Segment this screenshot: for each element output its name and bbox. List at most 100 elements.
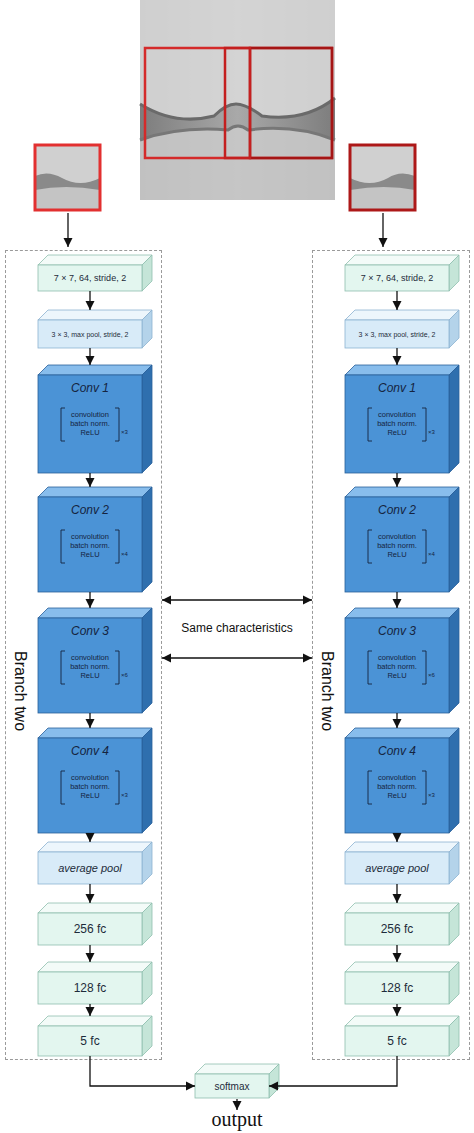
conv-block: Conv 4convolution batch norm. ReLU×3 bbox=[38, 728, 152, 833]
connector-arrow bbox=[89, 291, 90, 310]
block-operations: convolution batch norm. ReLU bbox=[369, 773, 425, 800]
layer-box: 5 fc bbox=[38, 1016, 152, 1056]
layer-label: 128 fc bbox=[381, 981, 414, 995]
box-top-face bbox=[345, 903, 459, 913]
bracket bbox=[61, 530, 65, 563]
conv-block: Conv 2 convolution batch norm. ReLU×4 bbox=[345, 487, 459, 592]
box-content: Conv 4convolution batch norm. ReLU×3 bbox=[345, 738, 449, 833]
connector-arrow bbox=[396, 1004, 397, 1016]
layer-label: 3 × 3, max pool, stride, 2 bbox=[359, 331, 436, 338]
conv-block: Conv 4convolution batch norm. ReLU×3 bbox=[345, 728, 459, 833]
layer-box: 7 × 7, 64, stride, 2 bbox=[38, 255, 152, 291]
box-front-face bbox=[38, 265, 142, 291]
layer-label: 256 fc bbox=[381, 922, 414, 936]
box-front-face bbox=[38, 972, 142, 1004]
crop-frame bbox=[35, 145, 100, 210]
block-operations: convolution batch norm. ReLU bbox=[62, 410, 118, 437]
crop-frame bbox=[250, 48, 332, 158]
box-content: 128 fc bbox=[345, 972, 449, 1004]
box-side-face bbox=[449, 487, 459, 592]
layer-label: 7 × 7, 64, stride, 2 bbox=[361, 273, 433, 283]
femur bbox=[35, 145, 100, 183]
box-content: average pool bbox=[38, 852, 142, 884]
conv-block: Conv 1convolution batch norm. ReLU×3 bbox=[38, 365, 152, 473]
layer-label: 256 fc bbox=[74, 922, 107, 936]
bracket bbox=[422, 651, 426, 684]
joint-line bbox=[140, 98, 335, 119]
femur bbox=[350, 145, 415, 183]
box-side-face bbox=[142, 310, 152, 348]
bracket bbox=[61, 771, 65, 804]
connector-arrow bbox=[90, 1056, 195, 1086]
connector-arrow bbox=[89, 348, 90, 365]
block-title: Conv 3 bbox=[345, 624, 449, 638]
branch-container: Branch two 7 × 7, 64, stride, 2 3 × 3, max… bbox=[312, 250, 470, 1060]
layer-box: 256 fc bbox=[345, 903, 459, 945]
box-content: 256 fc bbox=[38, 913, 142, 945]
box-content: 3 × 3, max pool, stride, 2 bbox=[38, 320, 142, 348]
repeat-count: ×3 bbox=[428, 792, 435, 798]
box-top-face bbox=[38, 728, 152, 738]
layer-box: 3 × 3, max pool, stride, 2 bbox=[38, 310, 152, 348]
bracket bbox=[368, 771, 372, 804]
box-front-face bbox=[38, 618, 142, 713]
box-side-face bbox=[142, 728, 152, 833]
box-front-face bbox=[345, 738, 449, 833]
block-operations: convolution batch norm. ReLU bbox=[62, 773, 118, 800]
layer-box: 3 × 3, max pool, stride, 2 bbox=[345, 310, 459, 348]
conv-block: Conv 2convolution batch norm. ReLU×4 bbox=[38, 487, 152, 592]
block-title: Conv 3 bbox=[38, 624, 142, 638]
layer-label: average pool bbox=[365, 862, 429, 874]
bracket bbox=[115, 651, 119, 684]
conv-block: Conv 1convolution batch norm. ReLU×3 bbox=[345, 365, 459, 473]
box-content: Conv 1convolution batch norm. ReLU×3 bbox=[38, 375, 142, 473]
bracket bbox=[368, 408, 372, 441]
femur bbox=[140, 0, 335, 119]
box-front-face bbox=[345, 497, 449, 592]
box-side-face bbox=[142, 962, 152, 1004]
block-title: Conv 2 bbox=[345, 503, 449, 517]
box-side-face bbox=[449, 608, 459, 713]
box-top-face bbox=[345, 842, 459, 852]
bracket bbox=[115, 408, 119, 441]
box-top-face bbox=[38, 608, 152, 618]
box-side-face bbox=[449, 365, 459, 473]
block-operations: convolution batch norm. ReLU bbox=[62, 532, 118, 559]
box-side-face bbox=[449, 728, 459, 833]
branch-container: Branch two7 × 7, 64, stride, 23 × 3, max… bbox=[5, 250, 162, 1060]
box-front-face bbox=[345, 265, 449, 291]
box-content: Conv 1convolution batch norm. ReLU×3 bbox=[345, 375, 449, 473]
branch-label: Branch two bbox=[318, 651, 336, 731]
bracket bbox=[115, 530, 119, 563]
connector-arrow bbox=[396, 713, 397, 728]
block-title: Conv 1 bbox=[345, 381, 449, 395]
softmax-label: softmax bbox=[214, 1081, 249, 1092]
box-side-face bbox=[142, 842, 152, 884]
box-top-face bbox=[345, 608, 459, 618]
box-content: 5 fc bbox=[345, 1026, 449, 1056]
connector-arrow bbox=[162, 657, 312, 658]
box-side-face bbox=[142, 903, 152, 945]
box-top-face bbox=[38, 842, 152, 852]
block-operations: convolution batch norm. ReLU bbox=[369, 410, 425, 437]
input-arrow bbox=[382, 213, 383, 247]
connector-arrow bbox=[396, 592, 397, 608]
box-content: Conv 3convolution batch norm. ReLU×6 bbox=[38, 618, 142, 713]
box-shape bbox=[345, 310, 459, 348]
block-operations: convolution batch norm. ReLU bbox=[369, 653, 425, 680]
connector-arrow bbox=[89, 1004, 90, 1016]
note-label: Same characteristics bbox=[172, 621, 302, 635]
connector-arrow bbox=[396, 473, 397, 487]
connector-arrow bbox=[162, 599, 312, 600]
box-top-face bbox=[38, 962, 152, 972]
block-operations: convolution batch norm. ReLU bbox=[369, 532, 425, 559]
repeat-count: ×4 bbox=[428, 551, 435, 557]
box-content: 256 fc bbox=[345, 913, 449, 945]
connector-arrow bbox=[396, 291, 397, 310]
bracket bbox=[368, 651, 372, 684]
box-content: average pool bbox=[345, 852, 449, 884]
box-shape bbox=[38, 310, 152, 348]
bracket bbox=[61, 651, 65, 684]
box-front-face bbox=[38, 320, 142, 348]
box-side-face bbox=[449, 310, 459, 348]
